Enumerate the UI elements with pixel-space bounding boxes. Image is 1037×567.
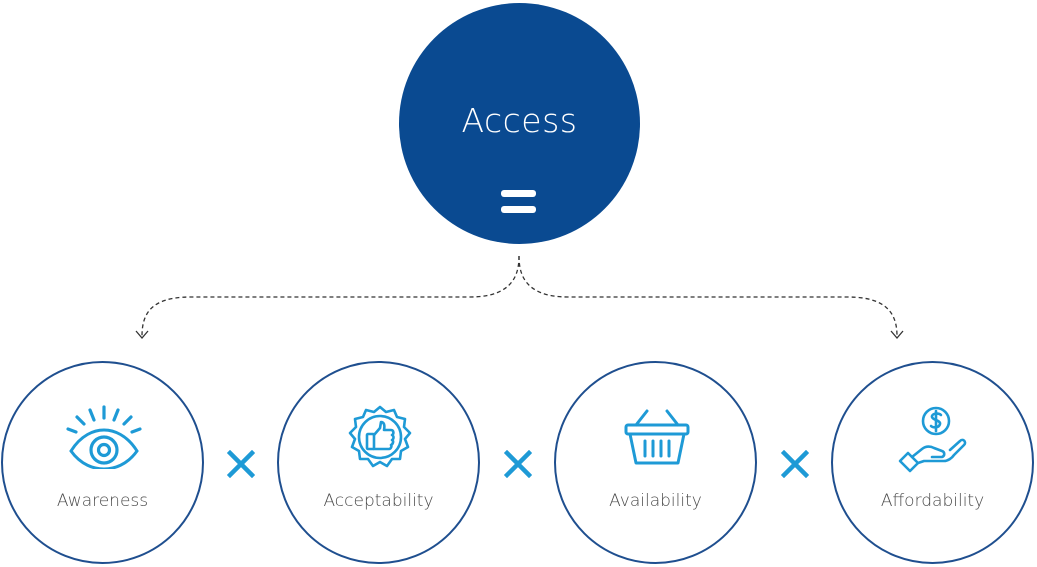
pillar-availability: Availability [554,361,757,564]
basket-icon [624,409,690,465]
pillar-acceptability: Acceptability [277,361,480,564]
hand-coin-icon [898,406,967,473]
connector-right [518,255,898,337]
pillar-label: Awareness [56,491,149,511]
pillar-label: Availability [609,491,702,511]
pillar-label: Affordability [880,491,985,511]
connector-left [141,255,520,337]
eye-icon [66,405,142,469]
pillar-affordability: Affordability [831,361,1034,564]
multiply-icon [781,450,809,478]
arrowhead-right [890,330,904,339]
multiply-icon [227,450,255,478]
access-title: Access [461,101,578,140]
multiply-icon [504,450,532,478]
access-circle: Access [399,3,640,244]
pillar-label: Acceptability [323,491,434,511]
thumbs-up-badge-icon [348,405,412,468]
arrowhead-left [135,330,149,339]
pillar-awareness: Awareness [1,361,204,564]
